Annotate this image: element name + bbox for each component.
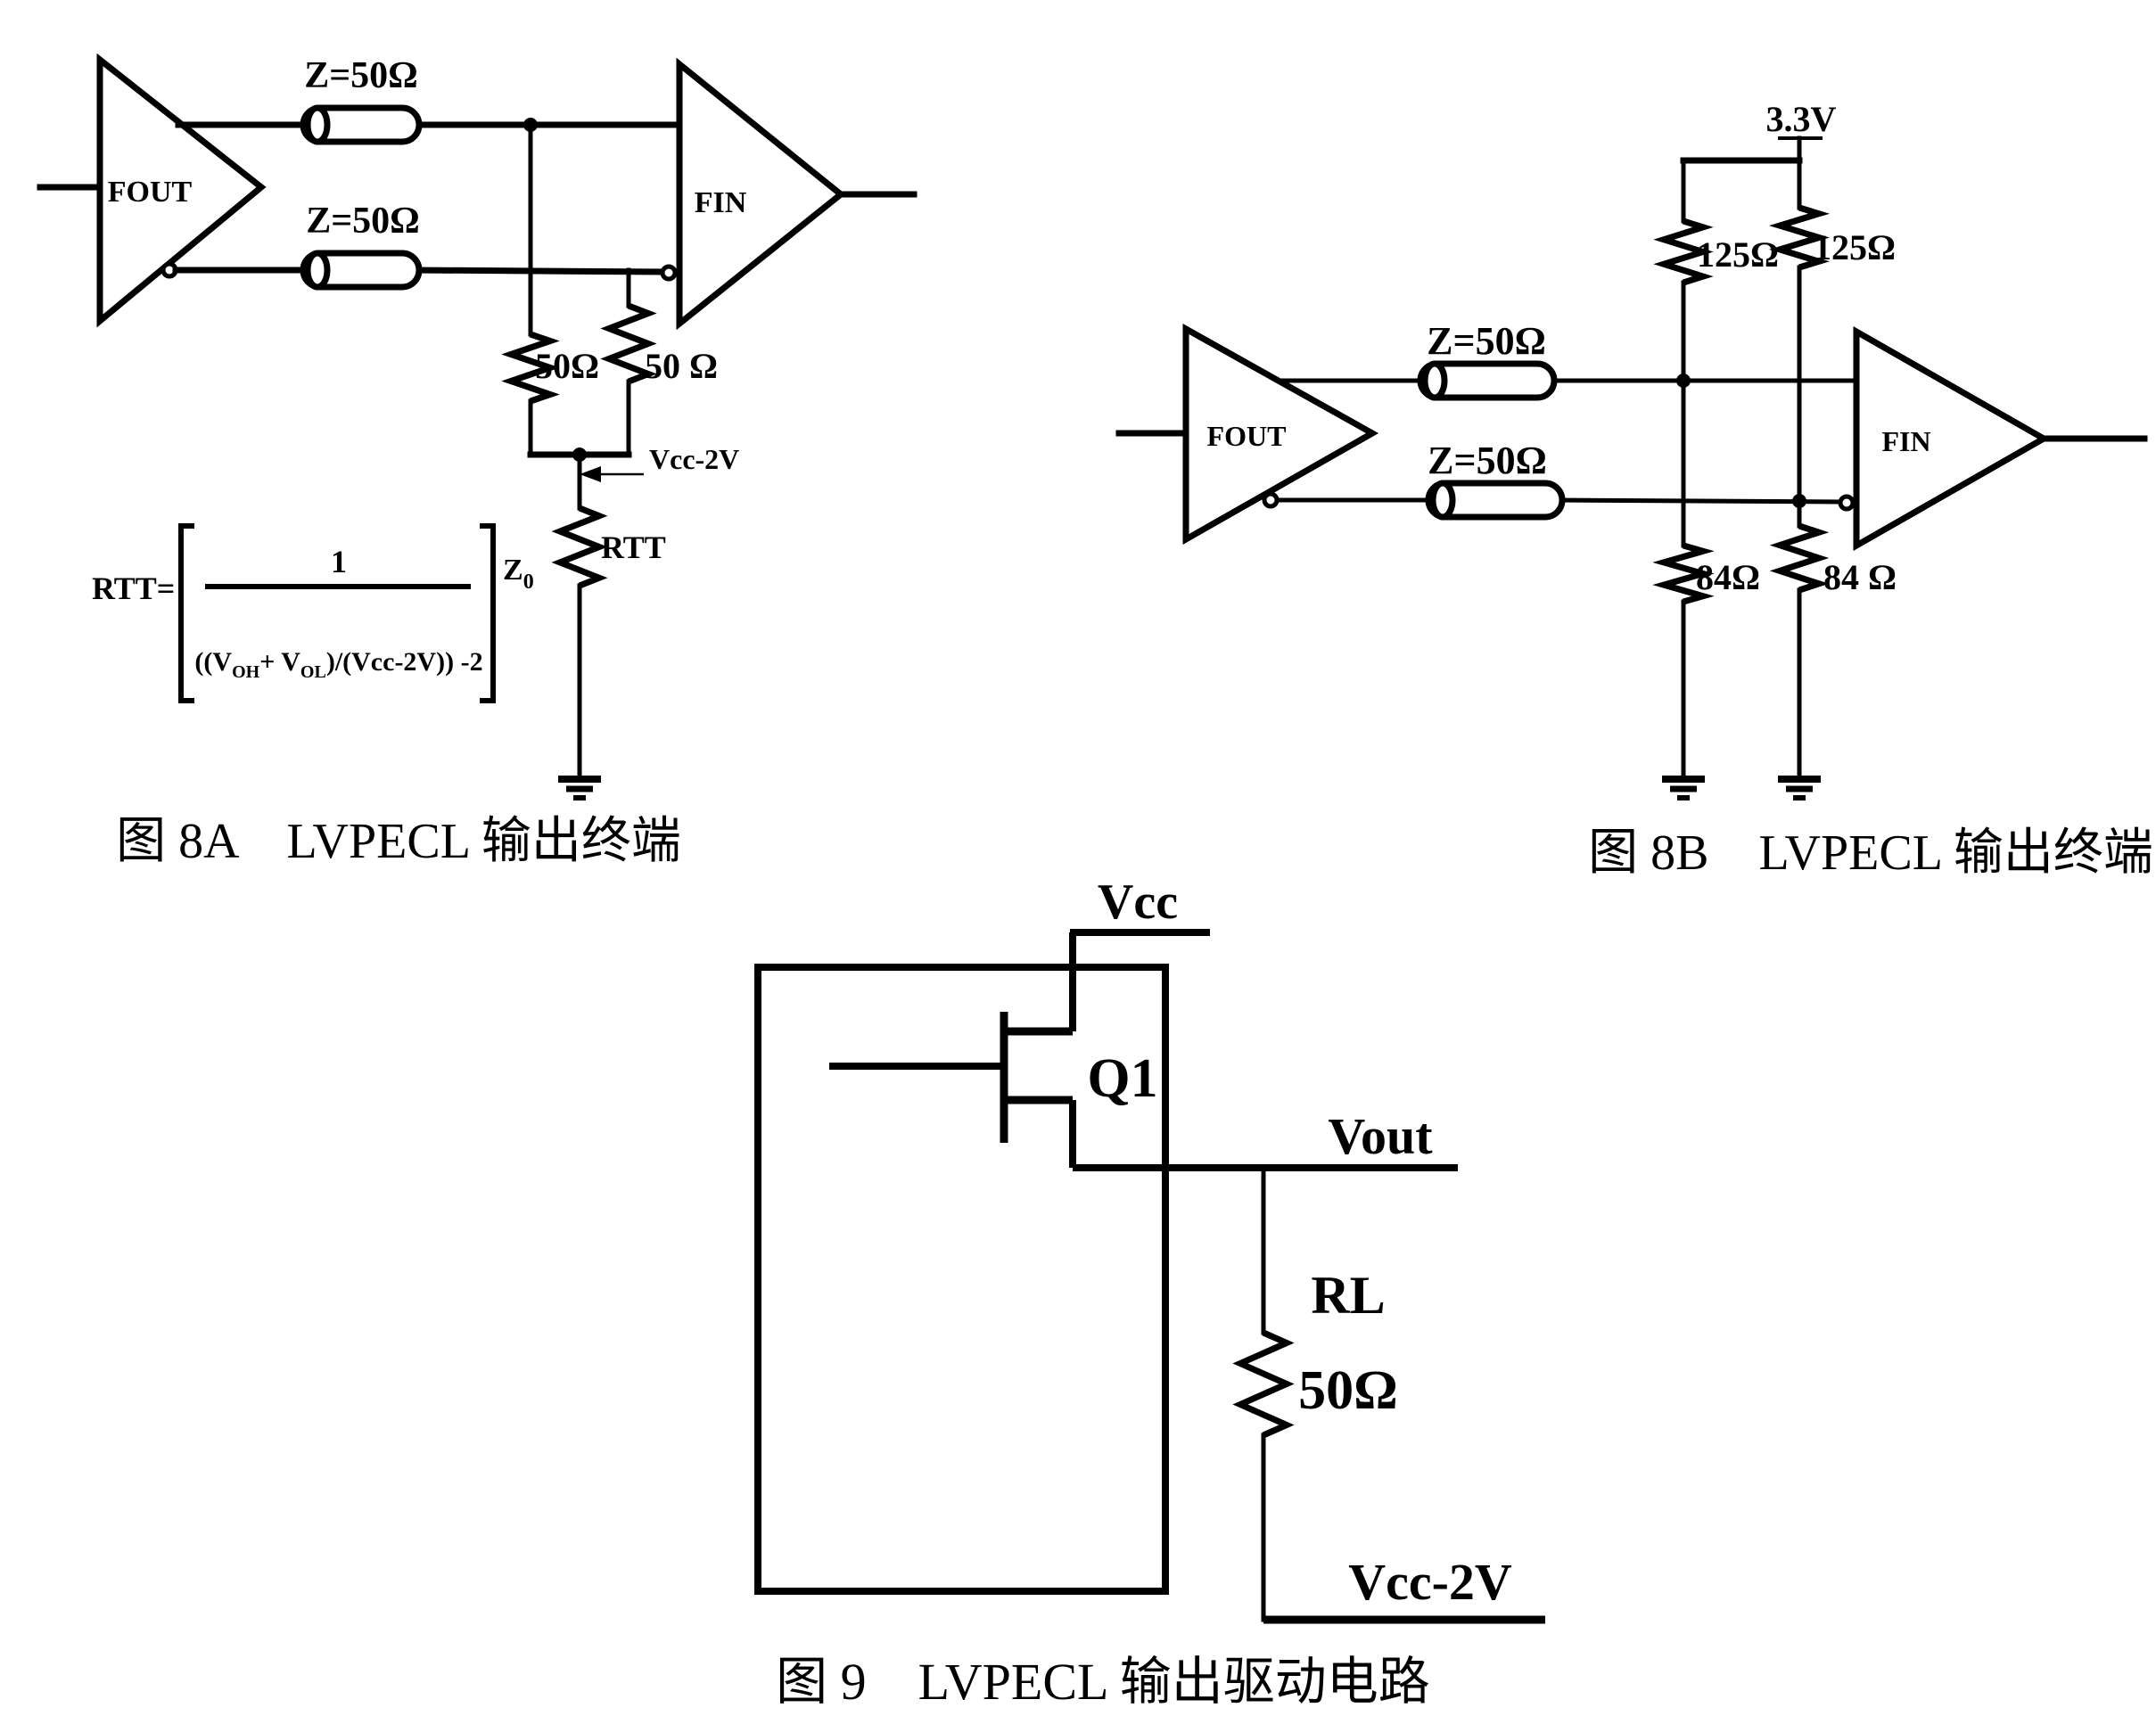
figure-8b: 3.3V 125Ω 125Ω 84Ω 84 Ω FOUT xyxy=(1115,99,2153,881)
resistor-125-left-label: 125Ω xyxy=(1697,234,1779,275)
formula-lhs: RTT= xyxy=(92,571,175,606)
resistor-84-left-icon xyxy=(1652,542,1715,605)
transistor-q1-icon xyxy=(829,1012,1076,1168)
den-part: + V xyxy=(259,647,300,677)
tline-bottom-cap xyxy=(1429,480,1456,521)
rtt-resistor-icon xyxy=(551,505,608,589)
den-sub: OL xyxy=(300,662,326,682)
tline-bottom-body xyxy=(300,250,423,291)
formula-numerator: 1 xyxy=(331,544,347,579)
tline-bottom-body xyxy=(1425,480,1566,521)
fout-label: FOUT xyxy=(1207,420,1287,452)
transmission-line-top-icon xyxy=(1417,360,1558,401)
transistor-q1-label: Q1 xyxy=(1087,1048,1157,1109)
bracket-left-icon xyxy=(178,523,194,703)
tline-top-body xyxy=(300,104,423,145)
figure-9-caption: 图 9 LVPECL 输出驱动电路 xyxy=(776,1653,1430,1711)
resistor-50-right-label: 50 Ω xyxy=(645,346,718,386)
figure-8a: FOUT Z=50Ω Z=50Ω FIN 50Ω 50 Ω xyxy=(37,53,918,869)
tline-top-body xyxy=(1417,360,1558,401)
transmission-line-bottom-icon xyxy=(300,250,423,291)
resistor-84-right-icon xyxy=(1769,522,1830,594)
tline-top-cap xyxy=(1421,360,1448,401)
bracket-right-icon xyxy=(480,523,496,703)
fin-label: FIN xyxy=(1881,425,1930,457)
rl-resistor-icon xyxy=(1232,1329,1295,1439)
resistor-84-right-label: 84 Ω xyxy=(1823,557,1897,597)
junction-dot xyxy=(1676,374,1691,388)
transmission-line-top-icon xyxy=(300,104,423,145)
resistor-84-left-label: 84Ω xyxy=(1696,557,1760,597)
tline-bottom-cap xyxy=(304,250,331,291)
den-sub: OH xyxy=(232,662,260,682)
bottom-trace-right xyxy=(411,267,666,275)
z-sub: 0 xyxy=(523,571,534,594)
fin-inverting-bubble-icon xyxy=(1838,494,1856,512)
tline-top-label: Z=50Ω xyxy=(1427,319,1546,363)
ground-icon xyxy=(1662,776,1705,801)
rl-value-label: 50Ω xyxy=(1298,1360,1398,1421)
ground-icon xyxy=(1778,776,1821,801)
junction-dot xyxy=(1792,494,1806,508)
resistor-50-left-label: 50Ω xyxy=(535,346,599,386)
vcc-label: Vcc xyxy=(1098,874,1178,930)
vout-label: Vout xyxy=(1328,1107,1433,1165)
tline-top-label: Z=50Ω xyxy=(304,55,418,96)
rtt-label: RTT xyxy=(601,530,666,565)
node-vcc-2v-label: Vcc-2V xyxy=(649,443,739,475)
fin-inverting-bubble-icon xyxy=(660,264,678,282)
rl-label: RL xyxy=(1311,1266,1385,1325)
den-part: )/(Vcc-2V)) -2 xyxy=(326,647,483,677)
resistor-125-left-icon xyxy=(1653,218,1714,286)
resistor-50-right-icon xyxy=(600,302,657,385)
den-part: ((V xyxy=(194,647,232,677)
ground-icon xyxy=(558,776,601,801)
figure-9: Vcc Q1 Vout RL 50Ω Vcc-2V 图 9 LVPECL 输出驱… xyxy=(754,874,1545,1711)
resistor-125-right-label: 125Ω xyxy=(1814,227,1896,267)
node-vcc-2v-label: Vcc-2V xyxy=(1348,1553,1512,1611)
formula-denominator: ((VOH+ VOL)/(Vcc-2V)) -2 xyxy=(194,647,482,682)
formula-z0: Z0 xyxy=(503,554,534,594)
resistor-125-right-icon xyxy=(1768,204,1831,271)
resistor-50-left-icon xyxy=(501,331,560,405)
z-part: Z xyxy=(503,554,523,587)
rtt-formula: RTT= 1 ((VOH+ VOL)/(Vcc-2V)) -2 Z0 xyxy=(92,523,534,703)
supply-3v3-label: 3.3V xyxy=(1766,99,1837,139)
tline-bottom-label: Z=50Ω xyxy=(306,201,420,242)
tline-top-cap xyxy=(304,104,331,145)
fin-buffer-icon xyxy=(676,57,846,331)
tline-bottom-label: Z=50Ω xyxy=(1428,439,1547,482)
fin-label: FIN xyxy=(695,186,747,219)
figure-8a-caption: 图 8A LVPECL 输出终端 xyxy=(116,814,681,869)
fin-buffer-icon xyxy=(1853,325,2051,552)
arrow-left-icon xyxy=(580,466,601,482)
transmission-line-bottom-icon xyxy=(1425,480,1566,521)
figure-8b-caption: 图 8B LVPECL 输出终端 xyxy=(1588,825,2153,881)
chip-outline-box xyxy=(754,964,1169,1595)
fout-label: FOUT xyxy=(108,176,193,209)
